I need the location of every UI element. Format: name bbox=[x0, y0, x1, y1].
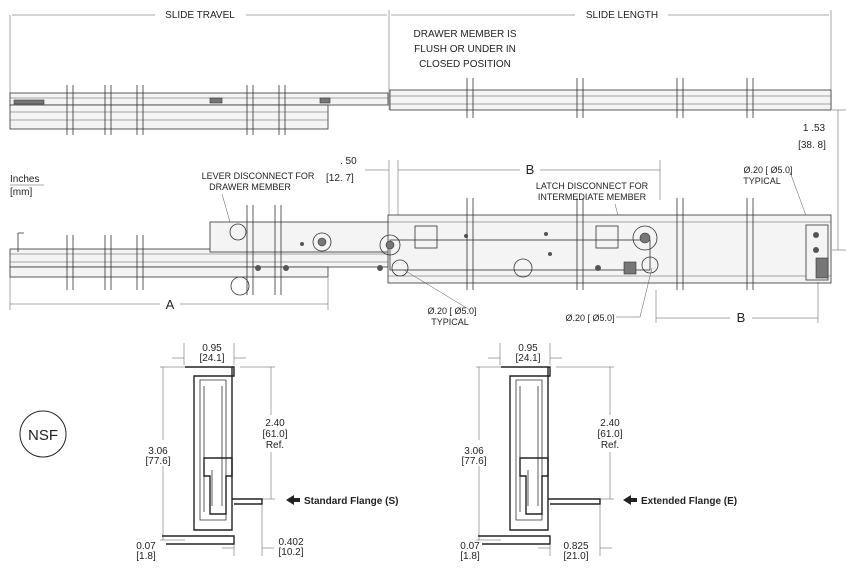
top-view: SLIDE TRAVEL SLIDE LENGTH DRAWER MEMBER … bbox=[9, 10, 846, 251]
std-ref-inch: 2.40 bbox=[265, 418, 285, 429]
nsf-logo: NSF bbox=[19, 410, 67, 458]
lever-note-line1: LEVER DISCONNECT FOR bbox=[202, 171, 315, 181]
ext-ext-inch: 0.825 bbox=[563, 541, 588, 552]
hole-right-note: TYPICAL bbox=[743, 176, 781, 186]
dim-50-inch: . 50 bbox=[340, 156, 357, 167]
slide-length-label: SLIDE LENGTH bbox=[586, 10, 658, 21]
ext-ext-mm: [21.0] bbox=[563, 551, 588, 562]
std-width-inch: 0.95 bbox=[202, 343, 222, 354]
side-view: Inches [mm] . 50 [12. 7] B LEVER DISCONN… bbox=[9, 156, 832, 327]
ext-ref-inch: 2.40 bbox=[600, 418, 620, 429]
nsf-logo-text: NSF bbox=[28, 427, 58, 444]
lever-note-line2: DRAWER MEMBER bbox=[209, 182, 291, 192]
drawer-note-line1: DRAWER MEMBER IS bbox=[414, 29, 517, 40]
height-153-mm: [38. 8] bbox=[798, 140, 826, 151]
latch-note-line2: INTERMEDIATE MEMBER bbox=[538, 192, 647, 202]
arrow-left-icon bbox=[623, 495, 637, 505]
arrow-left-icon bbox=[286, 495, 300, 505]
latch-note-line1: LATCH DISCONNECT FOR bbox=[536, 181, 649, 191]
ext-flange-inch: 0.07 bbox=[460, 541, 480, 552]
hole-center-dim: Ø.20 [ Ø5.0] bbox=[565, 313, 614, 323]
dim-b-top: B bbox=[526, 162, 535, 177]
std-width-mm: [24.1] bbox=[199, 353, 224, 364]
dim-b-bottom: B bbox=[737, 310, 746, 325]
std-ref-note: Ref. bbox=[266, 440, 284, 451]
std-height-inch: 3.06 bbox=[148, 446, 168, 457]
units-mm: [mm] bbox=[10, 187, 32, 198]
dim-50-mm: [12. 7] bbox=[326, 173, 354, 184]
ext-height-mm: [77.6] bbox=[461, 456, 486, 467]
slide-travel-label: SLIDE TRAVEL bbox=[165, 10, 235, 21]
extended-flange-label: Extended Flange (E) bbox=[641, 496, 737, 507]
cross-section-standard: 0.95 [24.1] 3.06 [77.6] 2.40 [61.0] Ref.… bbox=[136, 343, 398, 562]
cross-section-extended: 0.95 [24.1] 3.06 [77.6] 2.40 [61.0] Ref.… bbox=[460, 343, 737, 562]
hole-left-dim: Ø.20 [ Ø5.0] bbox=[427, 306, 476, 316]
height-153-inch: 1 .53 bbox=[803, 123, 826, 134]
dim-a: A bbox=[166, 297, 175, 312]
hole-right-dim: Ø.20 [ Ø5.0] bbox=[743, 165, 792, 175]
std-ext-mm: [10.2] bbox=[278, 547, 303, 558]
drawer-note-line2: FLUSH OR UNDER IN bbox=[414, 44, 516, 55]
ext-ref-mm: [61.0] bbox=[597, 429, 622, 440]
ext-height-inch: 3.06 bbox=[464, 446, 484, 457]
std-height-mm: [77.6] bbox=[145, 456, 170, 467]
ext-width-mm: [24.1] bbox=[515, 353, 540, 364]
std-ext-inch: 0.402 bbox=[278, 537, 303, 548]
ext-flange-mm: [1.8] bbox=[460, 551, 480, 562]
ext-ref-note: Ref. bbox=[601, 440, 619, 451]
std-flange-inch: 0.07 bbox=[136, 541, 156, 552]
ext-width-inch: 0.95 bbox=[518, 343, 538, 354]
units-inches: Inches bbox=[10, 174, 39, 185]
hole-left-note: TYPICAL bbox=[431, 317, 469, 327]
drawer-note-line3: CLOSED POSITION bbox=[419, 59, 511, 70]
standard-flange-label: Standard Flange (S) bbox=[304, 496, 398, 507]
std-ref-mm: [61.0] bbox=[262, 429, 287, 440]
std-flange-mm: [1.8] bbox=[136, 551, 156, 562]
